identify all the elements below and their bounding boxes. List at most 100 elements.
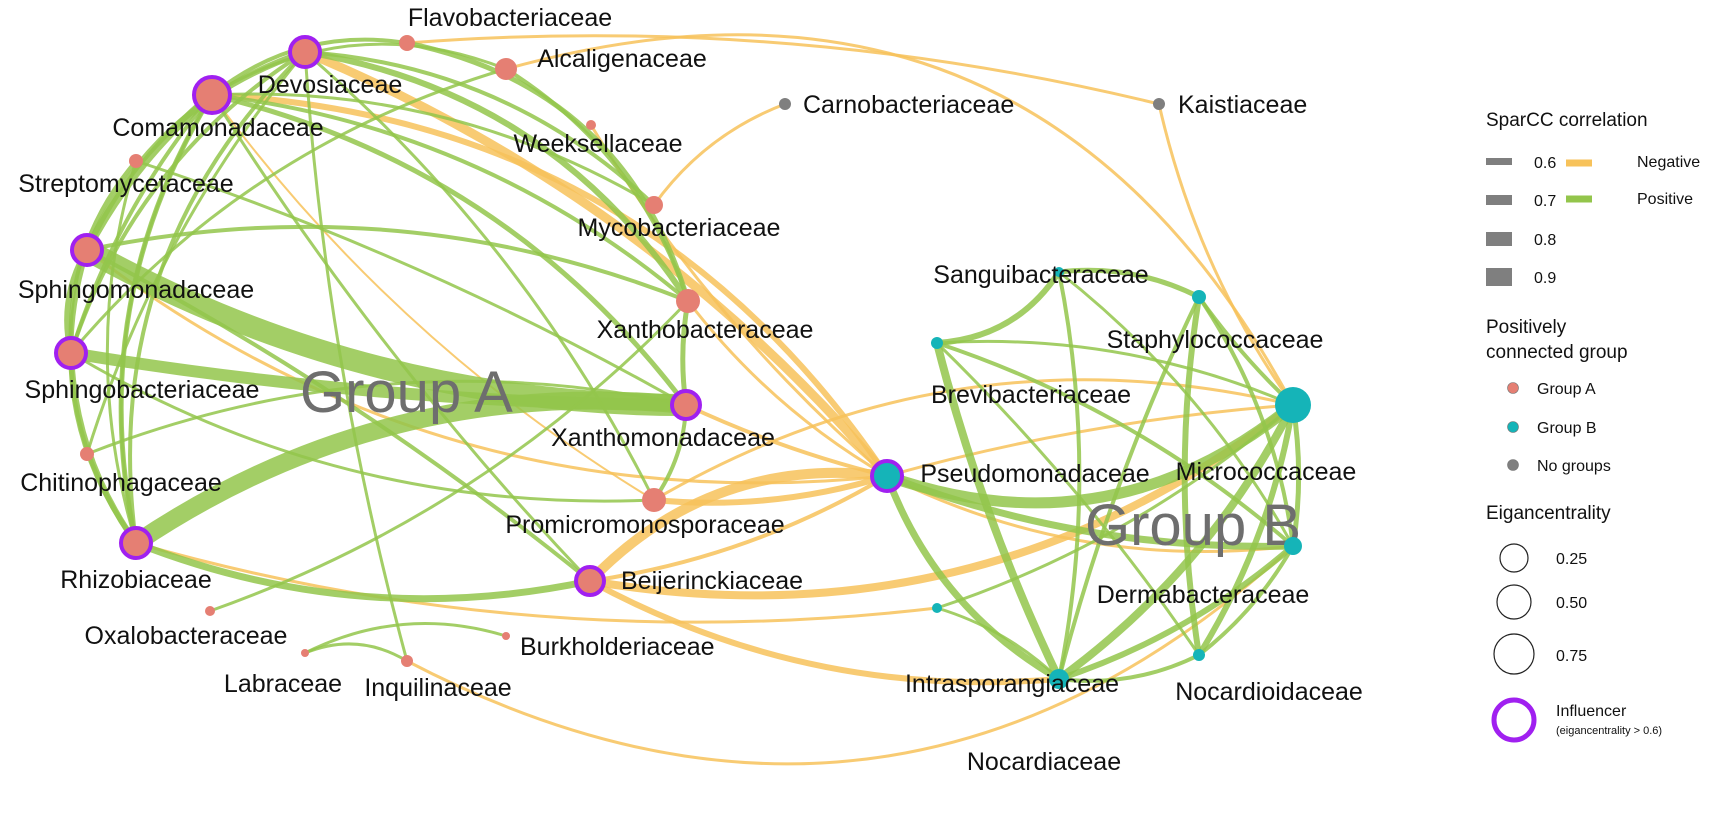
negative-edge: [686, 299, 889, 478]
legend-positive-label: Positive: [1637, 191, 1693, 208]
legend-width-swatch-0.8: [1486, 232, 1512, 246]
node-label-sphingobacteriaceae: Sphingobacteriaceae: [25, 376, 260, 404]
node-label-sphingomonadaceae: Sphingomonadaceae: [18, 276, 254, 304]
node-intrasporangiaceae: [932, 603, 942, 613]
positive-edge: [303, 50, 656, 502]
node-label-intrasporangiaceae: Intrasporangiaceae: [905, 670, 1119, 698]
legend-width-swatch-0.9: [1486, 268, 1512, 286]
node-label-streptomycetaceae: Streptomycetaceae: [18, 170, 233, 198]
node-alcaligenaceae: [495, 58, 517, 80]
positive-edge: [119, 93, 214, 545]
positive-edge: [883, 472, 1297, 550]
node-label-mycobacteriaceae: Mycobacteriaceae: [578, 214, 781, 242]
group-b-label: Group B: [1085, 493, 1301, 558]
legend-group-b-dot: [1507, 421, 1519, 433]
legend-group-b-label: Group B: [1537, 420, 1597, 437]
node-label-alcaligenaceae: Alcaligenaceae: [537, 45, 707, 73]
node-label-xanthobacteraceae: Xanthobacteraceae: [597, 316, 814, 344]
positive-edge: [210, 93, 690, 303]
node-label-micrococcaceae: Micrococcaceae: [1176, 458, 1357, 486]
group-a-label: Group A: [300, 360, 513, 425]
legend-width-label: 0.8: [1534, 232, 1556, 249]
node-label-devosiaceae: Devosiaceae: [258, 71, 403, 99]
negative-edge: [885, 474, 1295, 553]
node-label-oxalobacteraceae: Oxalobacteraceae: [85, 622, 288, 650]
negative-edge: [652, 378, 1295, 502]
node-promicromonosporaceae: [642, 488, 666, 512]
node-weeksellaceae: [586, 120, 596, 130]
node-inquilinaceae: [401, 655, 413, 667]
node-oxalobacteraceae: [205, 606, 215, 616]
node-label-labraceae: Labraceae: [224, 670, 342, 698]
positive-edge: [85, 50, 307, 456]
legend-width-label: 0.7: [1534, 193, 1556, 210]
positive-edge: [933, 339, 1063, 683]
positive-edge: [1181, 294, 1202, 658]
node-sphingobacteriaceae: [54, 336, 88, 370]
positive-edge: [1057, 653, 1201, 683]
positive-edge: [935, 403, 1295, 610]
node-label-staphylococcaceae: Staphylococcaceae: [1107, 326, 1324, 354]
legend-width-label: 0.6: [1534, 155, 1556, 172]
negative-edge: [405, 34, 1161, 106]
negative-edge: [651, 473, 890, 506]
legend-influencer-ring: [1491, 697, 1537, 743]
positive-edge: [1196, 402, 1296, 658]
negative-edge: [652, 102, 787, 207]
node-label-beijerinckiaceae: Beijerinckiaceae: [621, 567, 803, 595]
positive-edge: [303, 622, 508, 655]
node-sphingomonadaceae: [70, 233, 104, 267]
node-rhizobiaceae: [119, 526, 153, 560]
positive-edge: [85, 248, 592, 583]
node-label-comamonadaceae: Comamonadaceae: [112, 114, 323, 142]
legend-eigen-label: 0.25: [1556, 551, 1587, 568]
node-pseudomonadaceae: [870, 459, 904, 493]
node-label-xanthomonadaceae: Xanthomonadaceae: [551, 424, 775, 452]
positive-edge: [504, 67, 690, 303]
positive-edge: [83, 91, 216, 254]
legend-group-a-dot: [1507, 382, 1519, 394]
positive-edge: [935, 341, 1201, 657]
positive-edge: [303, 50, 656, 207]
node-label-promicromonosporaceae: Promicromonosporaceae: [505, 511, 784, 539]
positive-edge: [1197, 295, 1295, 548]
node-label-inquilinaceae: Inquilinaceae: [364, 674, 511, 702]
negative-edges: [85, 33, 1297, 766]
node-comamonadaceae: [192, 75, 232, 115]
node-sanguibacteraceae: [1054, 267, 1064, 277]
node-mycobacteriaceae: [645, 196, 663, 214]
positive-edge: [302, 49, 691, 304]
positive-edge: [210, 42, 508, 97]
legend-eigen-label: 0.50: [1556, 595, 1587, 612]
positive-edge: [65, 347, 692, 411]
negative-edge: [405, 544, 1295, 766]
node-brevibacteriaceae: [931, 337, 943, 349]
positive-edge: [132, 539, 594, 603]
negative-edge: [504, 33, 1295, 407]
node-label-rhizobiaceae: Rhizobiaceae: [60, 566, 212, 594]
positive-edge: [303, 642, 409, 663]
positive-edge: [935, 606, 1061, 681]
node-staphylococcaceae: [1192, 290, 1206, 304]
node-label-pseudomonadaceae: Pseudomonadaceae: [920, 460, 1149, 488]
node-kaistiaceae: [1153, 98, 1165, 110]
negative-edge: [209, 92, 890, 479]
legend: SparCC correlation 0.6 0.7 0.8 0.9 Negat…: [1486, 110, 1700, 743]
node-labraceae: [301, 649, 309, 657]
node-label-carnobacteriaceae: Carnobacteriaceae: [803, 91, 1014, 119]
node-label-weeksellaceae: Weeksellaceae: [513, 130, 682, 158]
positive-edge: [1057, 270, 1082, 681]
node-nocardioidaceae: [1193, 649, 1205, 661]
positive-edge: [69, 67, 508, 355]
node-burkholderiaceae: [502, 632, 510, 640]
node-micrococcaceae: [1275, 387, 1311, 423]
legend-negative-label: Negative: [1637, 154, 1700, 171]
positive-edge: [85, 224, 690, 303]
legend-group-title-2: connected group: [1486, 342, 1628, 363]
node-xanthobacteraceae: [676, 289, 700, 313]
legend-influencer-label: Influencer: [1556, 703, 1627, 720]
legend-eigen-circle-0.50: [1496, 584, 1532, 620]
legend-eigen-title: Eigancentrality: [1486, 503, 1611, 524]
node-carnobacteriaceae: [779, 98, 791, 110]
negative-edge: [587, 578, 1062, 686]
